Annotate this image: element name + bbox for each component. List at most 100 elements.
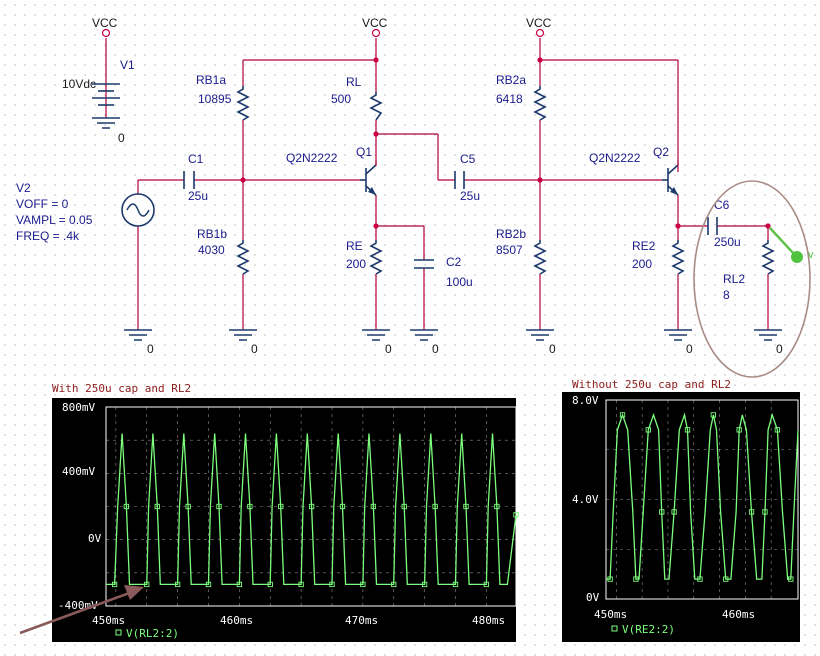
right-point-marker bbox=[723, 576, 729, 582]
resistor-rb1b bbox=[236, 240, 250, 275]
ground-label-re: 0 bbox=[385, 342, 392, 356]
re2-value: 200 bbox=[632, 257, 652, 271]
left-legend-marker bbox=[115, 629, 122, 636]
right-point-marker bbox=[710, 412, 717, 418]
c2-value: 100u bbox=[446, 275, 473, 289]
rb1a-value: 10895 bbox=[198, 92, 232, 106]
ground-label-rl2: 0 bbox=[776, 342, 783, 356]
left-point-marker bbox=[111, 581, 118, 588]
resistor-rb1a bbox=[236, 86, 250, 121]
right-point-marker bbox=[774, 427, 781, 433]
rb2a-value: 6418 bbox=[496, 92, 523, 106]
left-point-marker bbox=[154, 503, 160, 510]
resistor-rb2b bbox=[533, 240, 547, 275]
rl-value: 500 bbox=[331, 92, 351, 106]
capacitors bbox=[183, 171, 718, 269]
left-series-line bbox=[106, 433, 517, 586]
left-gridlines bbox=[106, 406, 516, 607]
capacitor-c2 bbox=[414, 259, 434, 269]
resistor-rl2 bbox=[761, 240, 775, 275]
ground-label-rb1b: 0 bbox=[251, 342, 258, 356]
left-point-marker bbox=[370, 503, 377, 510]
ground-label-re2: 0 bbox=[686, 342, 693, 356]
rb1a-ref: RB1a bbox=[196, 73, 226, 87]
right-point-marker bbox=[671, 509, 677, 515]
highlight-ellipse bbox=[693, 180, 811, 378]
left-point-marker bbox=[267, 581, 273, 588]
resistor-re2 bbox=[671, 240, 685, 275]
right-point-marker bbox=[645, 427, 651, 433]
left-point-marker bbox=[452, 581, 459, 588]
left-point-marker bbox=[298, 581, 304, 588]
right-point-marker bbox=[619, 412, 626, 418]
ac-source-v2 bbox=[121, 193, 155, 227]
re-value: 200 bbox=[346, 257, 366, 271]
left-point-marker bbox=[236, 581, 243, 588]
voltage-probe[interactable]: v bbox=[769, 227, 814, 263]
left-point-marker bbox=[494, 503, 500, 510]
left-point-marker bbox=[421, 581, 428, 588]
annotation-arrow bbox=[19, 585, 144, 635]
q1-model: Q2N2222 bbox=[286, 151, 338, 165]
left-point-marker bbox=[247, 503, 253, 510]
left-point-marker bbox=[278, 503, 284, 510]
left-point-marker bbox=[308, 503, 315, 510]
capacitor-c6 bbox=[707, 217, 718, 235]
re2-ref: RE2 bbox=[632, 239, 656, 253]
left-point-marker bbox=[401, 503, 407, 510]
v2-vampl: VAMPL = 0.05 bbox=[16, 213, 93, 227]
v1-ref: V1 bbox=[120, 58, 135, 72]
ground-symbols bbox=[92, 117, 782, 341]
right-point-marker bbox=[659, 509, 665, 515]
plot-with-cap: 800mV 400mV 0V -400mV 450ms 460ms 470ms … bbox=[52, 398, 519, 642]
left-ytick-2: 0V bbox=[88, 532, 102, 545]
q2-model: Q2N2222 bbox=[589, 151, 641, 165]
left-point-marker bbox=[432, 503, 438, 510]
v2-ref: V2 bbox=[16, 181, 31, 195]
left-xtick-2: 470ms bbox=[345, 614, 378, 627]
left-plot-caption: With 250u cap and RL2 bbox=[52, 382, 191, 395]
left-xtick-0: 450ms bbox=[92, 614, 125, 627]
junction-dots bbox=[240, 57, 771, 229]
right-point-marker bbox=[748, 509, 755, 515]
left-ytick-1: 400mV bbox=[62, 465, 95, 478]
left-point-marker bbox=[483, 581, 490, 588]
left-point-marker bbox=[391, 581, 397, 588]
left-point-marker bbox=[123, 503, 130, 510]
left-point-marker bbox=[185, 503, 191, 510]
left-ytick-0: 800mV bbox=[62, 401, 95, 414]
ground-label-c2: 0 bbox=[432, 342, 439, 356]
resistor-rl bbox=[369, 92, 383, 121]
left-point-marker bbox=[329, 581, 335, 588]
right-ytick-1: 4.0V bbox=[572, 493, 599, 506]
probe-label: v bbox=[808, 249, 814, 261]
re-ref: RE bbox=[346, 239, 363, 253]
c2-ref: C2 bbox=[446, 255, 462, 269]
left-xtick-1: 460ms bbox=[220, 614, 253, 627]
rb2a-ref: RB2a bbox=[496, 73, 526, 87]
left-point-marker bbox=[144, 581, 150, 588]
left-point-marker bbox=[463, 503, 469, 510]
vcc-symbols bbox=[101, 28, 545, 38]
rb1b-ref: RB1b bbox=[197, 227, 227, 241]
left-legend-label: V(RL2:2) bbox=[126, 627, 179, 640]
left-point-marker bbox=[216, 503, 222, 510]
right-series-line bbox=[606, 412, 799, 580]
right-point-marker bbox=[762, 509, 768, 515]
left-point-marker bbox=[174, 581, 181, 588]
left-point-marker bbox=[339, 503, 346, 510]
right-point-marker bbox=[633, 576, 639, 582]
right-point-marker bbox=[788, 576, 794, 582]
left-point-marker bbox=[360, 581, 366, 588]
v1-value: 10Vdc bbox=[62, 77, 96, 91]
vcc-label-v1: VCC bbox=[92, 16, 118, 30]
c1-value: 25u bbox=[188, 189, 208, 203]
q1-ref: Q1 bbox=[356, 145, 372, 159]
right-point-marker bbox=[697, 576, 703, 582]
left-point-marker bbox=[513, 512, 519, 518]
left-point-marker bbox=[205, 581, 212, 588]
right-xtick-0: 450ms bbox=[594, 608, 627, 621]
resistor-re bbox=[369, 240, 383, 275]
resistors bbox=[236, 86, 775, 275]
